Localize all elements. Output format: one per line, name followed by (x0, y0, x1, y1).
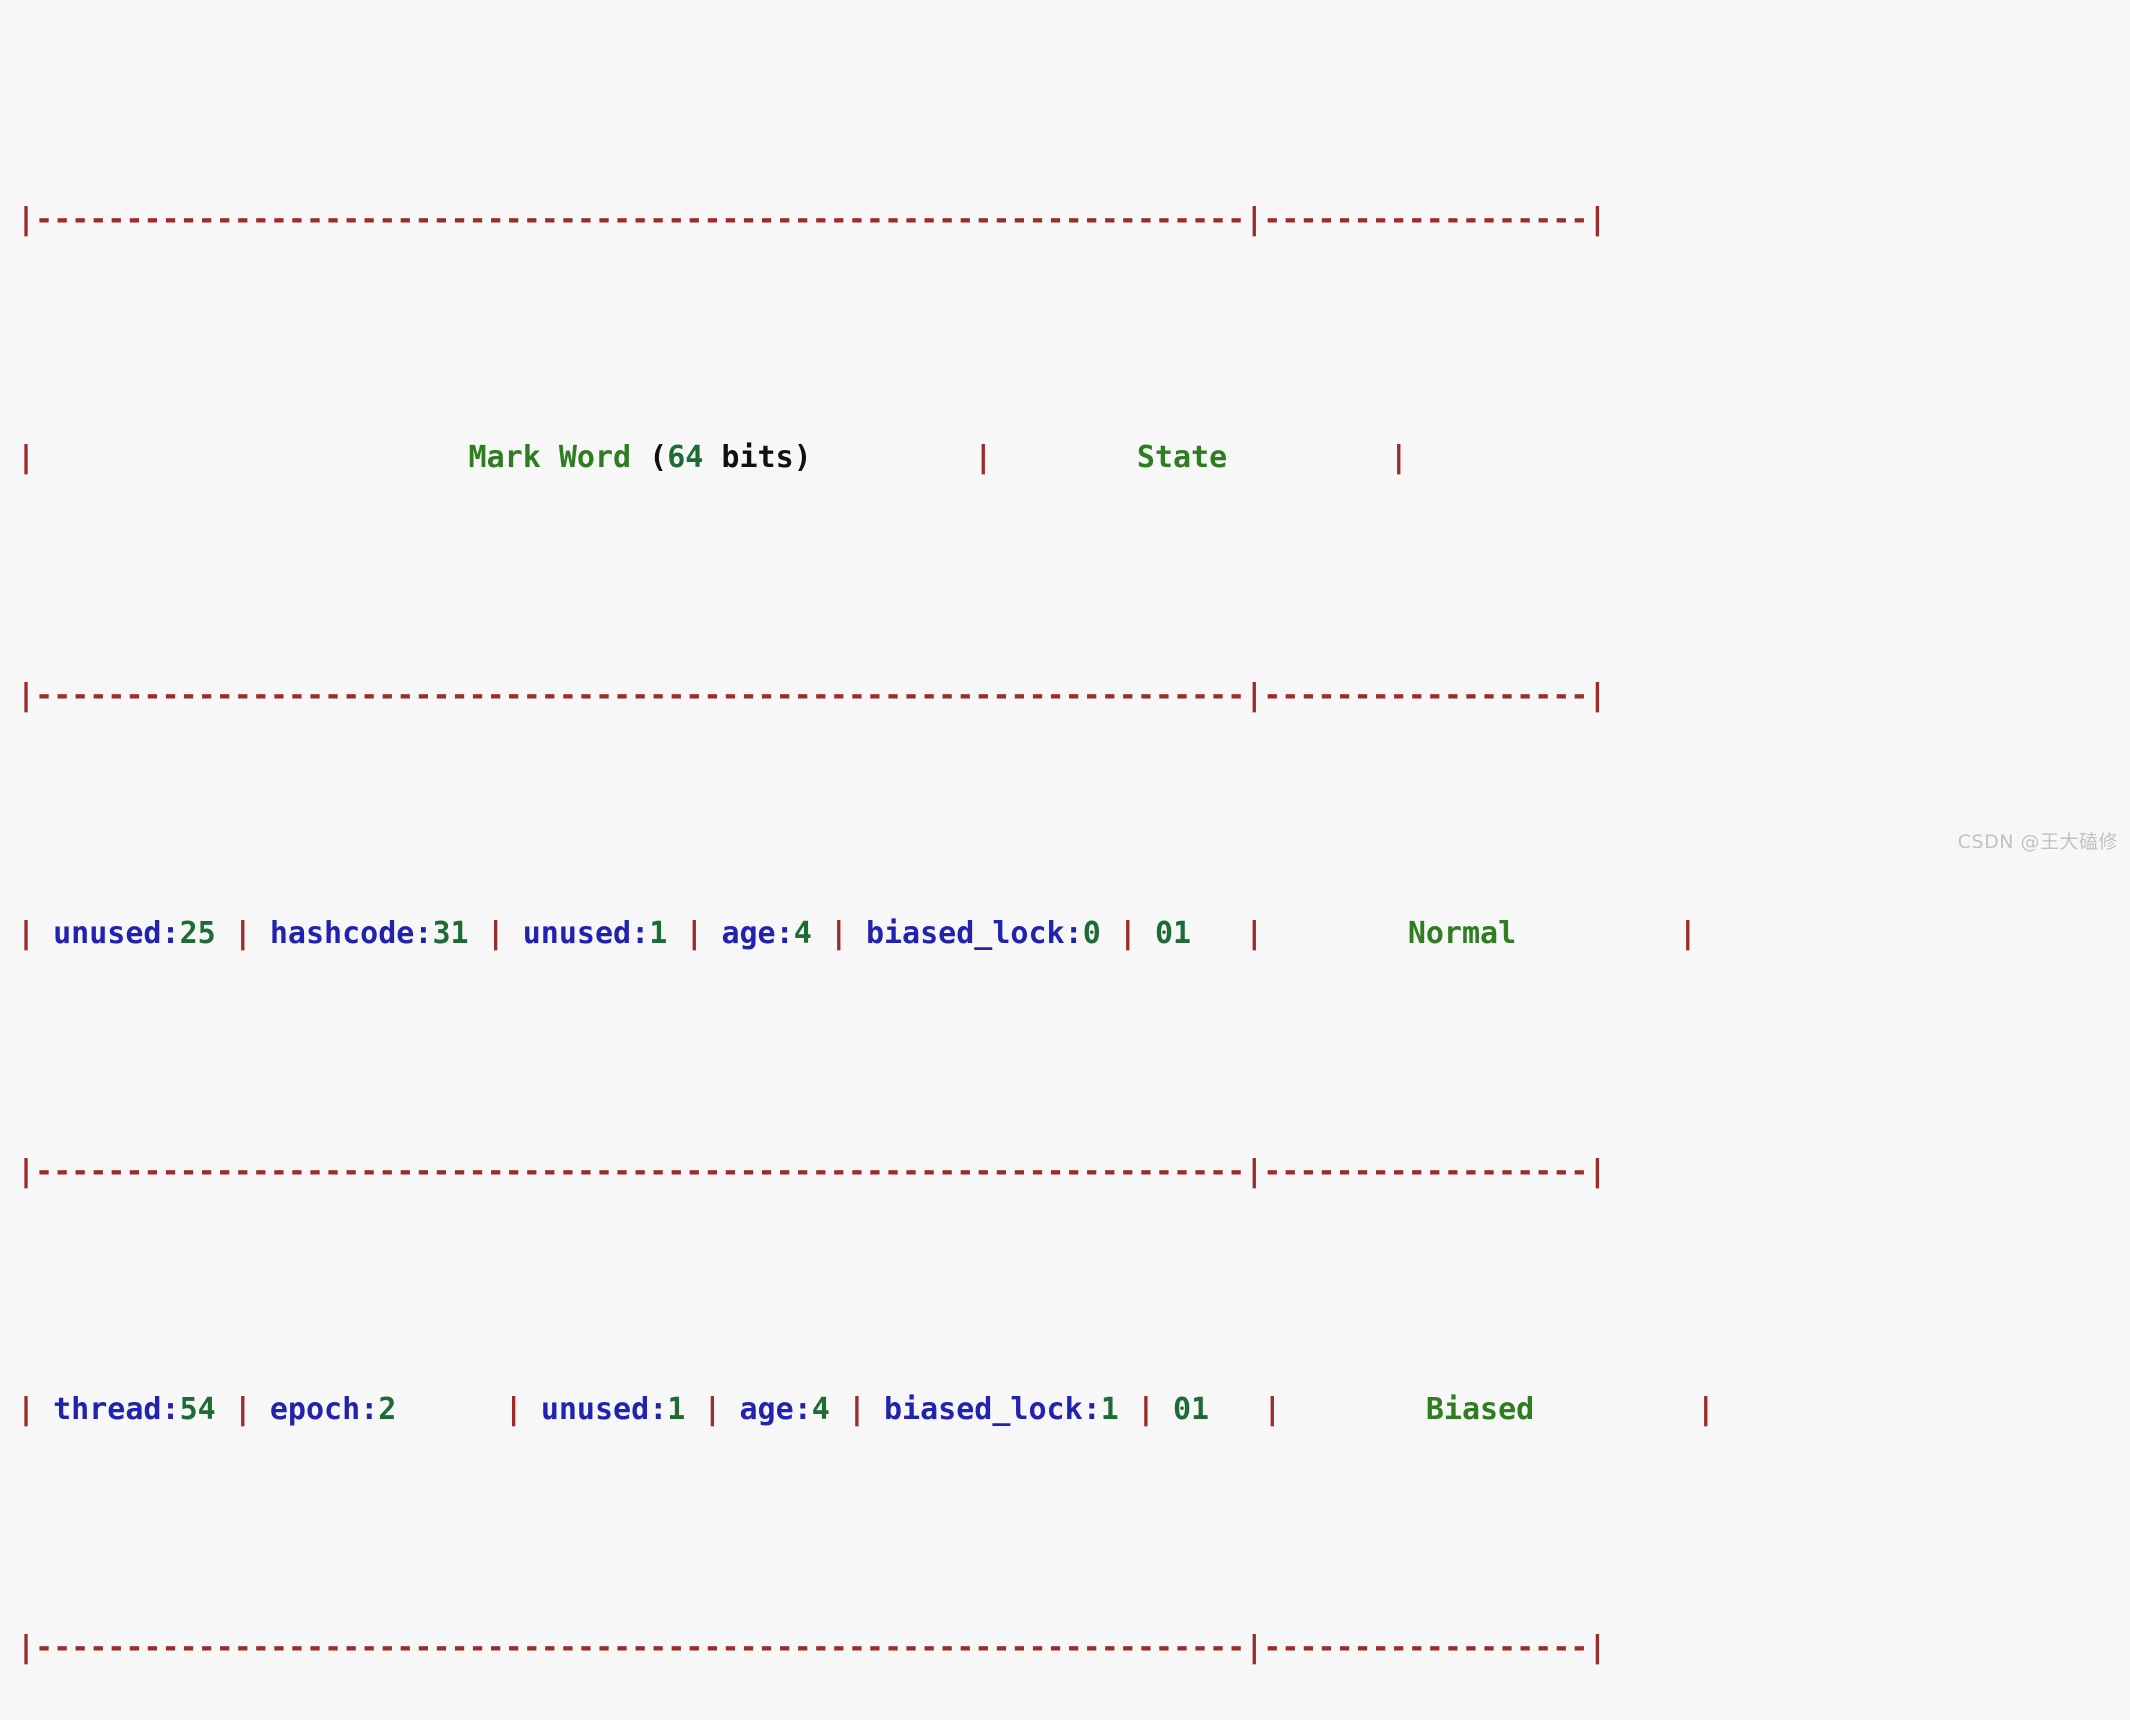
colon: : (414, 916, 433, 952)
state-header-indent (992, 440, 1137, 475)
state-value: Biased (1425, 1392, 1535, 1428)
mark-word-ascii-table: |---------------------------------------… (17, 6, 1715, 1720)
space-2 (703, 440, 721, 475)
separator-right: |------------------| (1245, 1630, 1607, 1666)
header-indent (35, 440, 468, 475)
state-value: Normal (1407, 916, 1517, 952)
table-separator: |---------------------------------------… (17, 1624, 1715, 1672)
bits-4: 4 (793, 916, 812, 952)
separator-left: |---------------------------------------… (17, 202, 1246, 238)
bits-25: 25 (179, 916, 216, 952)
field-hashcode: hashcode (269, 916, 415, 952)
field-age: age (721, 916, 776, 952)
bits-54: 54 (179, 1392, 216, 1428)
cell-border: | (1516, 916, 1697, 952)
lock-tag-bits: 01 (1154, 916, 1192, 952)
field-biased-lock: biased_lock (865, 916, 1065, 952)
colon: : (649, 1392, 668, 1428)
bits-2: 2 (378, 1392, 397, 1428)
separator-left: |---------------------------------------… (17, 678, 1246, 714)
csdn-watermark: CSDN @王大磕修 (1957, 831, 2118, 853)
space-1 (631, 440, 649, 475)
colon: : (1064, 916, 1083, 952)
state-column-header: State (1136, 440, 1228, 476)
cell-border: | (667, 916, 722, 952)
cell-border: | (811, 916, 866, 952)
bits-4: 4 (811, 1392, 830, 1428)
paren-open: ( (649, 440, 668, 476)
cell-border: | (1100, 916, 1155, 952)
field-unused-1: unused (540, 1392, 650, 1428)
cell-border: | (17, 916, 54, 952)
cell-border: | (1209, 1392, 1426, 1428)
table-separator: |---------------------------------------… (17, 196, 1715, 244)
state-header-pad (1227, 440, 1390, 475)
separator-left: |---------------------------------------… (17, 1630, 1246, 1666)
field-unused-1: unused (522, 916, 632, 952)
row-border-right: | (1389, 440, 1408, 476)
cell-border: | (468, 916, 523, 952)
bits-31: 31 (432, 916, 469, 952)
colon: : (161, 916, 180, 952)
cell-border: | (829, 1392, 884, 1428)
bits-1: 1 (667, 1392, 686, 1428)
table-row-biased: | thread:54 | epoch:2 | unused:1 | age:4… (17, 1386, 1715, 1434)
colon: : (775, 916, 794, 952)
title-bits-word: bits (721, 440, 794, 476)
field-unused-25: unused (53, 916, 162, 952)
field-biased-lock: biased_lock (884, 1392, 1083, 1428)
bits-1: 1 (1100, 1392, 1119, 1428)
colon: : (161, 1392, 180, 1428)
table-header-row: | Mark Word (64 bits) | State | (17, 434, 1715, 482)
field-epoch: epoch (269, 1392, 361, 1428)
cell-border: | (1534, 1392, 1715, 1428)
cell-border: | (685, 1392, 740, 1428)
lock-tag-bits: 01 (1173, 1392, 1210, 1428)
table-separator: |---------------------------------------… (17, 1148, 1715, 1196)
colon: : (360, 1392, 379, 1428)
column-divider: | (974, 440, 993, 476)
title-bits-value: 64 (667, 440, 704, 476)
separator-right: |------------------| (1245, 202, 1607, 238)
cell-border: | (215, 916, 270, 952)
row-border-left: | (17, 440, 36, 476)
table-row-normal: | unused:25 | hashcode:31 | unused:1 | a… (17, 910, 1715, 958)
page-title: Mark Word (468, 440, 632, 476)
table-separator: |---------------------------------------… (17, 672, 1715, 720)
header-gap-bar (812, 440, 975, 475)
separator-right: |------------------| (1245, 1154, 1607, 1190)
bits-1: 1 (649, 916, 668, 952)
field-thread: thread (53, 1392, 162, 1428)
field-age: age (739, 1392, 794, 1428)
cell-border: | (215, 1392, 270, 1428)
cell-border: | (17, 1392, 54, 1428)
separator-left: |---------------------------------------… (17, 1154, 1246, 1190)
cell-border: | (1118, 1392, 1173, 1428)
colon: : (631, 916, 650, 952)
colon: : (1082, 1392, 1101, 1428)
colon: : (793, 1392, 812, 1428)
paren-close: ) (793, 440, 812, 476)
cell-border: | (396, 1392, 541, 1428)
cell-border: | (1191, 916, 1408, 952)
separator-right: |------------------| (1245, 678, 1607, 714)
bits-0: 0 (1082, 916, 1101, 952)
